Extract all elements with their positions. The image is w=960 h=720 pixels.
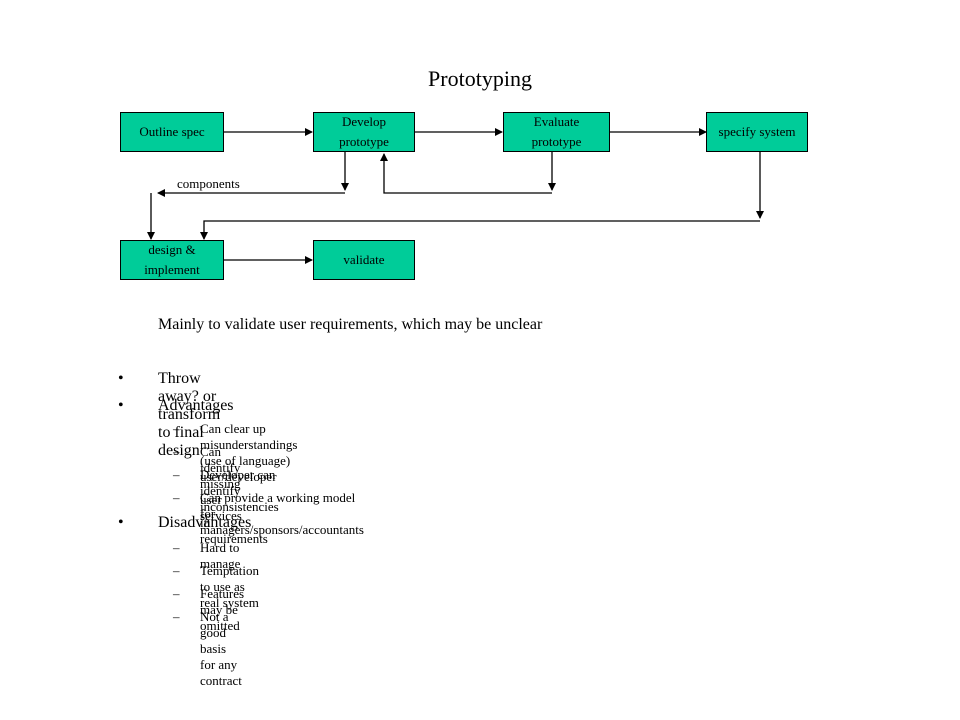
sub-item-text: Can identify missing user services bbox=[200, 444, 242, 523]
node-evaluate-prototype-line2: prototype bbox=[531, 134, 582, 149]
sub-item: – Temptation to use as real system bbox=[173, 563, 260, 611]
sub-item: – Can provide a working model for manage… bbox=[173, 490, 364, 538]
node-outline-spec-label: Outline spec bbox=[139, 124, 205, 139]
node-specify-system: specify system bbox=[706, 112, 808, 152]
node-design-implement-line1: design & bbox=[148, 242, 196, 257]
node-design-implement: design & implement bbox=[120, 240, 224, 280]
dash-marker: – bbox=[173, 586, 180, 601]
sub-item: – Hard to manage bbox=[173, 540, 241, 572]
node-validate-label: validate bbox=[343, 252, 385, 267]
dash-marker: – bbox=[173, 467, 180, 482]
node-specify-system-label: specify system bbox=[718, 124, 796, 139]
dash-marker: – bbox=[173, 444, 180, 459]
node-develop-prototype-line1: Develop bbox=[341, 114, 387, 129]
bullet-item: • Throw away? or transform to final desi… bbox=[118, 370, 221, 460]
sub-item-text: Can provide a working model for managers… bbox=[200, 490, 364, 537]
node-develop-prototype: Develop prototype bbox=[313, 112, 415, 152]
sub-item-text: Temptation to use as real system bbox=[200, 563, 260, 610]
dash-marker: – bbox=[173, 540, 180, 555]
sub-item-text: Features may be omitted bbox=[200, 586, 245, 633]
node-design-implement-line2: implement bbox=[144, 262, 200, 277]
dash-marker: – bbox=[173, 609, 180, 624]
node-outline-spec: Outline spec bbox=[120, 112, 224, 152]
dash-marker: – bbox=[173, 421, 180, 436]
bullet-text: Disadvantages bbox=[158, 514, 252, 531]
sub-item-text: Can clear up misunderstandings (use of l… bbox=[200, 421, 298, 484]
bullet-item: • Advantages bbox=[118, 397, 234, 415]
sub-item-text: Not a good basis for any contract bbox=[200, 609, 242, 688]
sub-item: – Not a good basis for any contract bbox=[173, 609, 242, 689]
dash-marker: – bbox=[173, 563, 180, 578]
sub-item: – Features may be omitted bbox=[173, 586, 245, 634]
page-title: Prototyping bbox=[428, 66, 532, 91]
arrow-specify-to-design bbox=[200, 220, 760, 240]
edge-label-components: components bbox=[177, 176, 240, 191]
bullet-dot: • bbox=[118, 370, 124, 387]
sub-item: – Can identify missing user services bbox=[173, 444, 242, 524]
node-develop-prototype-line2: prototype bbox=[339, 134, 389, 149]
bullet-dot: • bbox=[118, 514, 124, 531]
node-validate: validate bbox=[313, 240, 415, 280]
bullet-dot: • bbox=[118, 397, 124, 414]
intro-text: Mainly to validate user requirements, wh… bbox=[158, 316, 543, 333]
node-evaluate-prototype-line1: Evaluate bbox=[533, 114, 580, 129]
sub-item-text: Hard to manage bbox=[200, 540, 241, 571]
sub-item: – Developer can identify inconsistencies… bbox=[173, 467, 279, 547]
bullet-text: Throw away? or transform to final design bbox=[158, 370, 221, 459]
arrow-loop-back-to-develop bbox=[380, 153, 552, 194]
node-evaluate-prototype: Evaluate prototype bbox=[503, 112, 610, 152]
bullet-text: Advantages bbox=[158, 397, 234, 414]
sub-item: – Can clear up misunderstandings (use of… bbox=[173, 421, 298, 485]
sub-item-text: Developer can identify inconsistencies i… bbox=[200, 467, 279, 546]
dash-marker: – bbox=[173, 490, 180, 505]
bullet-item: • Disadvantages bbox=[118, 514, 252, 532]
